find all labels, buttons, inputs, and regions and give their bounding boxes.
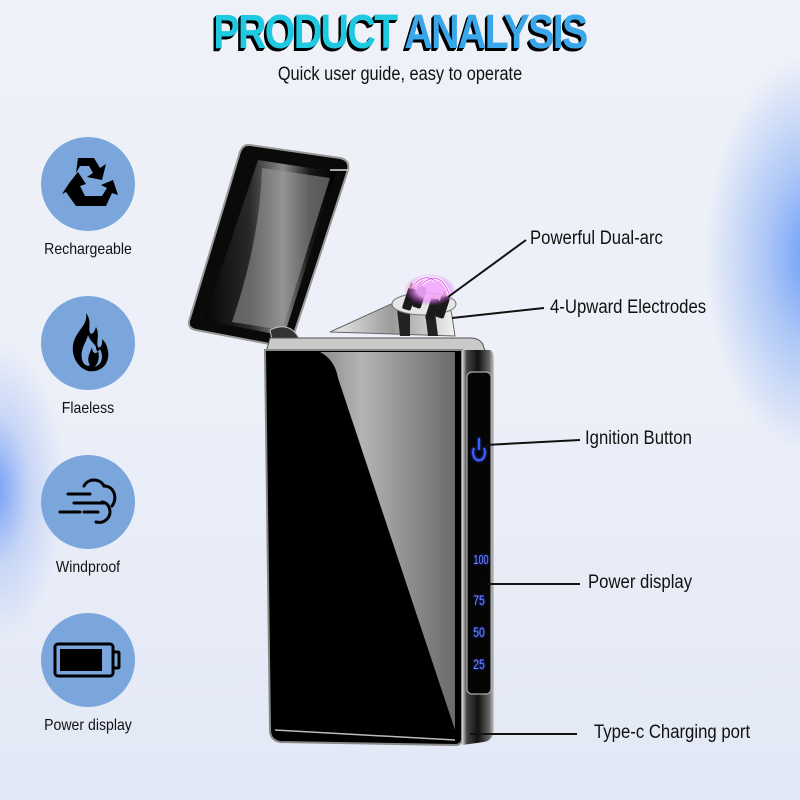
battery-led-75: 75 [473, 592, 485, 608]
battery-led-50: 50 [473, 624, 485, 640]
feature-label: Rechargeable [44, 241, 132, 258]
title-word-product: PRODUCT [213, 6, 398, 59]
lighter-body [263, 349, 494, 747]
callout-dual-arc: Powerful Dual-arc [530, 228, 663, 249]
callout-electrodes: 4-Upward Electrodes [550, 297, 707, 318]
battery-icon [41, 613, 135, 707]
lighter-lid [187, 143, 350, 348]
title-word-analysis: ANALYSIS [404, 6, 588, 59]
page-title: PRODUCT ANALYSIS [72, 6, 728, 60]
feature-flameless: Flaeless [28, 296, 148, 418]
recycle-icon [41, 137, 135, 231]
ignition-button-led [472, 438, 486, 462]
page-subtitle: Quick user guide, easy to operate [277, 64, 523, 85]
plasma-arc [404, 274, 456, 306]
feature-power-display: Power display [28, 613, 148, 735]
flame-icon [41, 296, 135, 390]
callout-power-display: Power display [588, 572, 693, 593]
feature-rechargeable: Rechargeable [28, 137, 148, 259]
callout-charging-port: Type-c Charging port [594, 722, 751, 743]
feature-label: Flaeless [61, 400, 115, 417]
feature-label: Power display [44, 717, 132, 734]
wind-icon [41, 455, 135, 549]
feature-label: Windproof [55, 559, 121, 576]
feature-windproof: Windproof [28, 455, 148, 577]
battery-led-25: 25 [473, 656, 485, 672]
callout-ignition-button: Ignition Button [585, 428, 692, 449]
